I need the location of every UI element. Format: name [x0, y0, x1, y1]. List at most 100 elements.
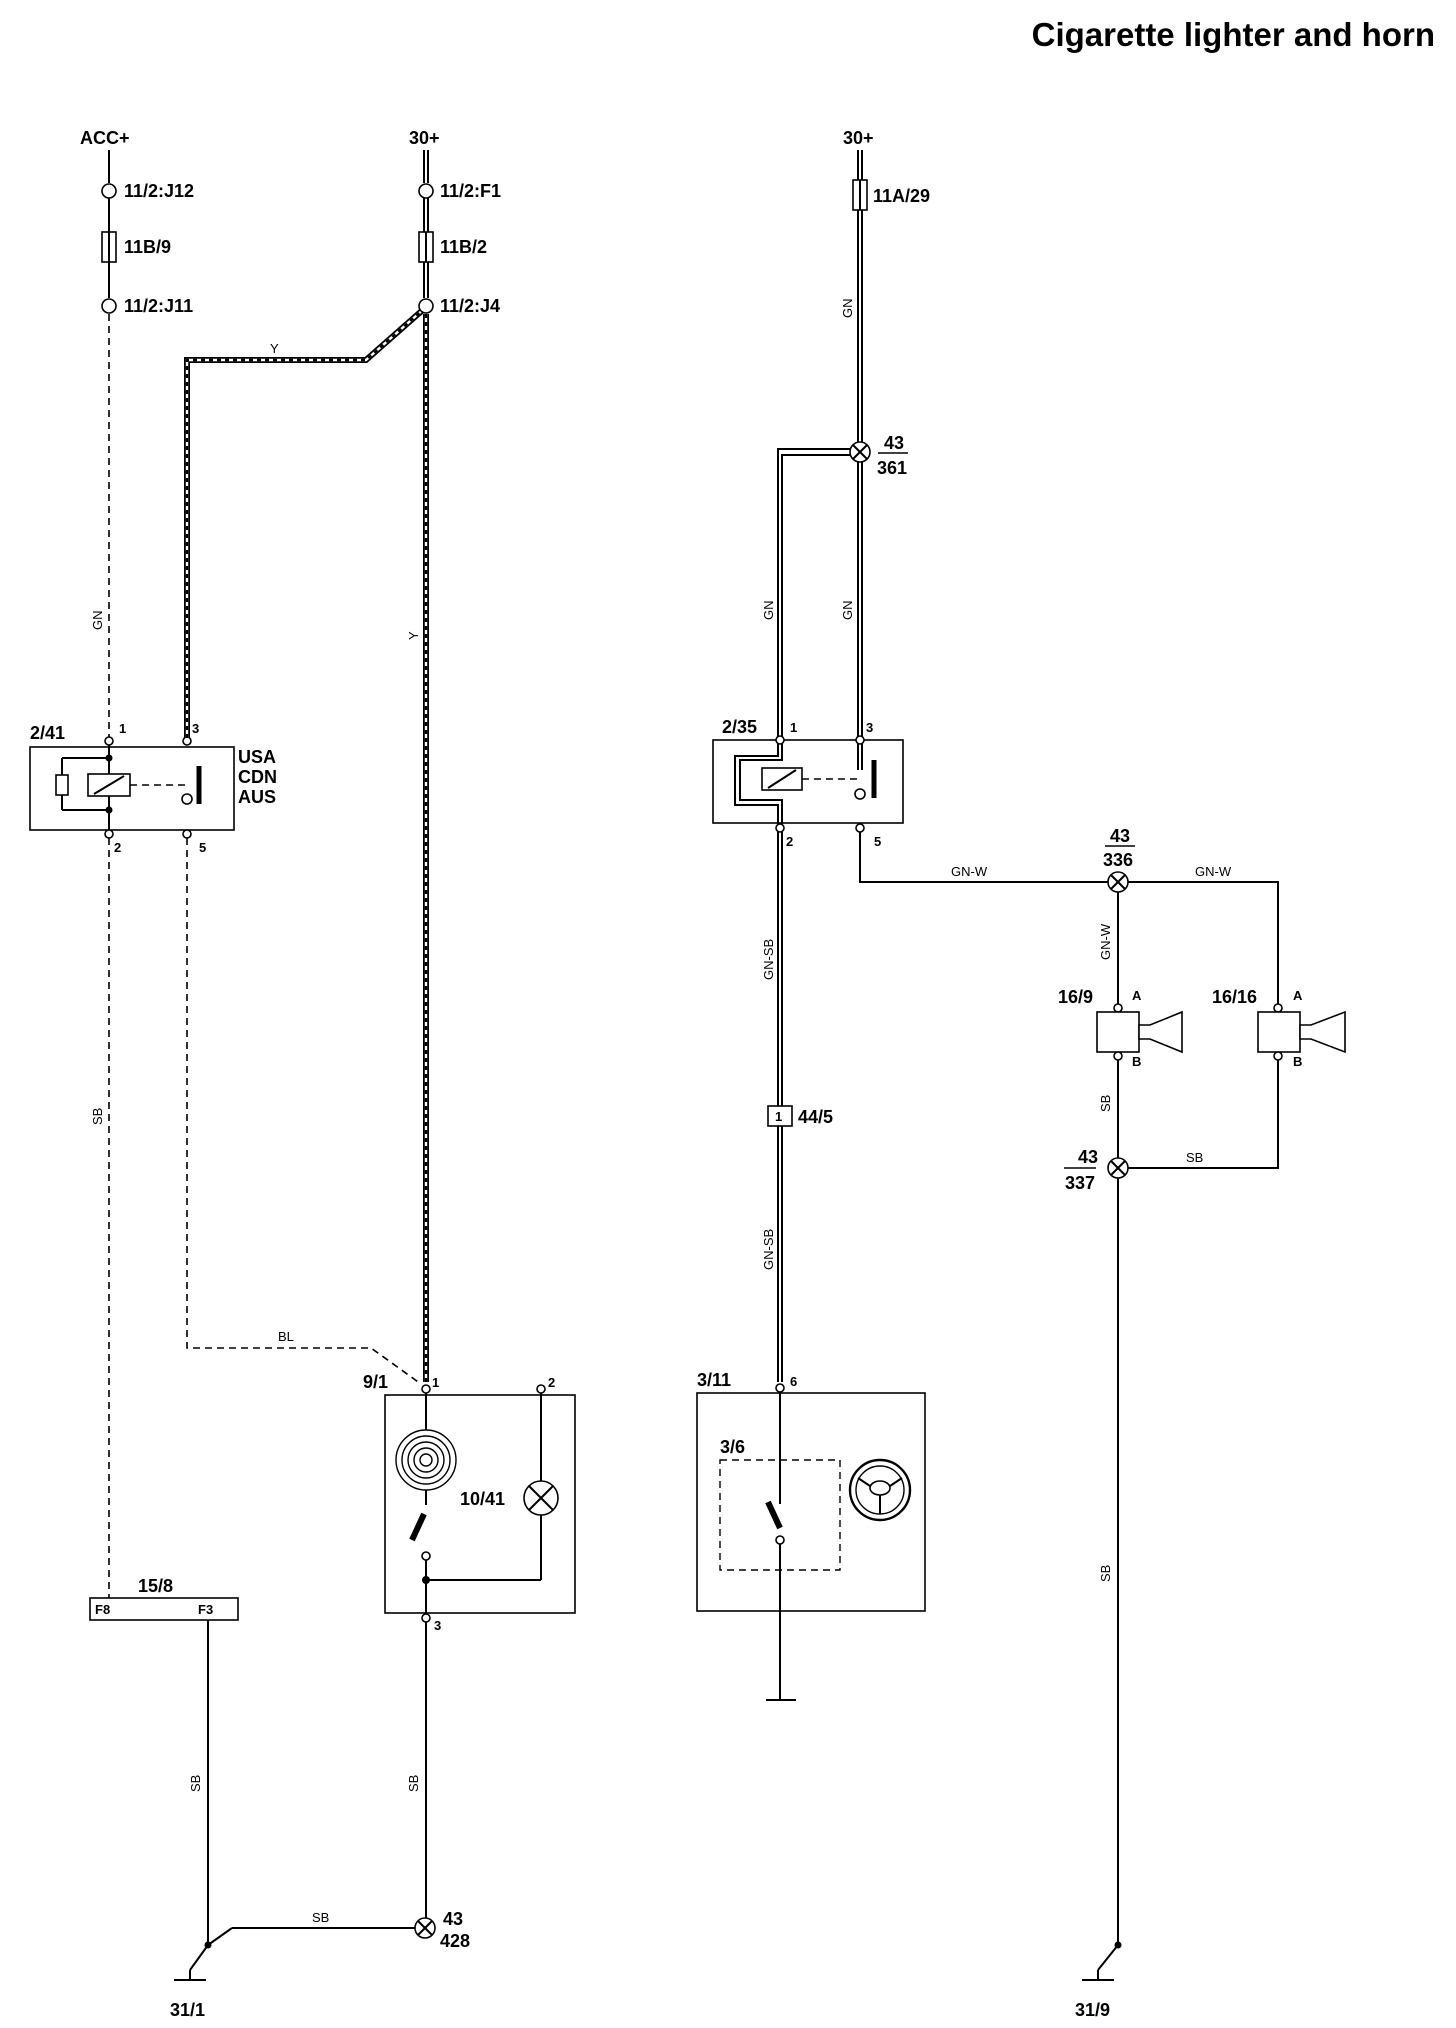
- wire-color-y: Y: [270, 341, 279, 356]
- svg-text:GN: GN: [840, 601, 855, 621]
- wire-bl: BL: [186, 838, 422, 1385]
- svg-text:SB: SB: [1098, 1095, 1113, 1112]
- heating-coil-icon: [395, 1393, 457, 1505]
- svg-text:43: 43: [443, 1909, 463, 1929]
- horn-switch-label: 3/6: [720, 1437, 745, 1457]
- svg-text:GN-W: GN-W: [1098, 923, 1113, 960]
- wire-y-to-relay: Y: [184, 305, 427, 738]
- svg-text:GN: GN: [840, 299, 855, 319]
- splice-43-361: 43 361: [849, 433, 908, 478]
- wire-color-sb: SB: [90, 1108, 105, 1125]
- svg-text:A: A: [1132, 988, 1142, 1003]
- connector-pin: [101, 183, 117, 199]
- svg-text:Y: Y: [406, 631, 421, 640]
- steering-wheel-module-3-11: 3/11 6 3/6: [696, 1370, 926, 1701]
- connector-15-8: 15/8 F8 F3: [89, 1576, 239, 1621]
- svg-text:GN-SB: GN-SB: [761, 939, 776, 980]
- horn-16-9: 16/9 A B: [1058, 987, 1183, 1069]
- ground-31-9: 31/9: [1075, 1941, 1122, 2020]
- svg-text:B: B: [1132, 1054, 1141, 1069]
- svg-text:SB: SB: [1186, 1150, 1203, 1165]
- horn-icon: [1299, 1010, 1346, 1054]
- svg-text:SB: SB: [406, 1775, 421, 1792]
- market-label: USA: [238, 747, 276, 767]
- svg-text:428: 428: [440, 1931, 470, 1951]
- relay-label-2-35: 2/35: [722, 717, 757, 737]
- connector-label-j11: 11/2:J11: [124, 296, 193, 316]
- svg-text:5: 5: [874, 834, 881, 849]
- b30-horn-branch: 30+ 11A/29 GN: [840, 128, 930, 442]
- svg-text:11B/2: 11B/2: [440, 237, 487, 257]
- svg-text:1: 1: [119, 721, 126, 736]
- diagram-title: Cigarette lighter and horn: [1032, 16, 1435, 53]
- lamp-label: 10/41: [460, 1489, 505, 1509]
- svg-text:3: 3: [192, 721, 199, 736]
- svg-text:6: 6: [790, 1374, 797, 1389]
- svg-text:2: 2: [548, 1375, 555, 1390]
- steering-module-label: 3/11: [697, 1370, 731, 1390]
- svg-text:11/2:J4: 11/2:J4: [440, 296, 500, 316]
- svg-text:3: 3: [866, 720, 873, 735]
- horn-16-16: 16/16 A B: [1212, 987, 1346, 1069]
- svg-text:SB: SB: [312, 1910, 329, 1925]
- lighter-switch: [409, 1512, 427, 1542]
- lamp-icon: [523, 1480, 559, 1516]
- b30-supply-label: 30+: [409, 128, 440, 148]
- market-label: CDN: [238, 767, 277, 787]
- fuse-label-11b9: 11B/9: [124, 237, 171, 257]
- fuse-11a29: [852, 179, 868, 211]
- svg-text:GN-SB: GN-SB: [761, 1229, 776, 1270]
- svg-text:F8: F8: [95, 1602, 110, 1617]
- svg-text:SB: SB: [188, 1775, 203, 1792]
- svg-text:1: 1: [775, 1109, 782, 1124]
- horn-label: 16/16: [1212, 987, 1257, 1007]
- svg-text:11A/29: 11A/29: [873, 186, 930, 206]
- splice-43-428: 43 428: [414, 1909, 470, 1951]
- svg-text:336: 336: [1103, 850, 1133, 870]
- svg-text:11/2:F1: 11/2:F1: [440, 181, 501, 201]
- svg-text:1: 1: [790, 720, 797, 735]
- wire-color-bl: BL: [278, 1329, 294, 1344]
- svg-text:3: 3: [434, 1618, 441, 1633]
- splice-43-336: 43 336: [1103, 826, 1135, 893]
- svg-text:361: 361: [877, 458, 907, 478]
- acc-supply-label: ACC+: [80, 128, 130, 148]
- fuse-11b2: [418, 231, 434, 263]
- svg-text:43: 43: [1110, 826, 1130, 846]
- svg-text:B: B: [1293, 1054, 1302, 1069]
- lighter-label: 9/1: [363, 1372, 388, 1392]
- relay-label-2-41: 2/41: [30, 723, 65, 743]
- svg-text:44/5: 44/5: [798, 1107, 833, 1127]
- b30-lighter-branch: 30+ 11/2:F1 11B/2 11/2:J4 Y: [406, 128, 501, 1382]
- relay-2-41: 2/41 1 3 2 5 USA CDN AUS: [29, 721, 277, 855]
- market-label: AUS: [238, 787, 276, 807]
- svg-text:SB: SB: [1098, 1565, 1113, 1582]
- ground-label-31-9: 31/9: [1075, 2000, 1110, 2020]
- svg-text:GN-W: GN-W: [1195, 864, 1232, 879]
- svg-text:GN: GN: [761, 601, 776, 621]
- connector-label-j12: 11/2:J12: [124, 181, 194, 201]
- connector-label-15-8: 15/8: [138, 1576, 173, 1596]
- svg-text:F3: F3: [198, 1602, 213, 1617]
- svg-text:2: 2: [786, 834, 793, 849]
- steering-wheel-icon: [848, 1458, 912, 1522]
- svg-text:A: A: [1293, 988, 1303, 1003]
- horn-switch: [765, 1500, 783, 1530]
- svg-text:1: 1: [432, 1375, 439, 1390]
- fuse-11b9: [101, 231, 117, 263]
- horn-icon: [1138, 1010, 1183, 1054]
- ground-31-1: 31/1: [170, 1941, 212, 2020]
- splice-43-337: 43 337: [1064, 1147, 1129, 1193]
- wire-color-gn: GN: [90, 611, 105, 631]
- svg-text:2: 2: [114, 840, 121, 855]
- cigarette-lighter-9-1: 9/1 1 2 3 10/41: [363, 1372, 576, 1633]
- ground-label-31-1: 31/1: [170, 2000, 205, 2020]
- svg-text:5: 5: [199, 840, 206, 855]
- svg-text:43: 43: [884, 433, 904, 453]
- svg-text:30+: 30+: [843, 128, 874, 148]
- horn-label: 16/9: [1058, 987, 1093, 1007]
- svg-text:GN-W: GN-W: [951, 864, 988, 879]
- svg-text:43: 43: [1078, 1147, 1098, 1167]
- horn-relay-2-35: 2/35 1 3 2 5: [712, 717, 904, 849]
